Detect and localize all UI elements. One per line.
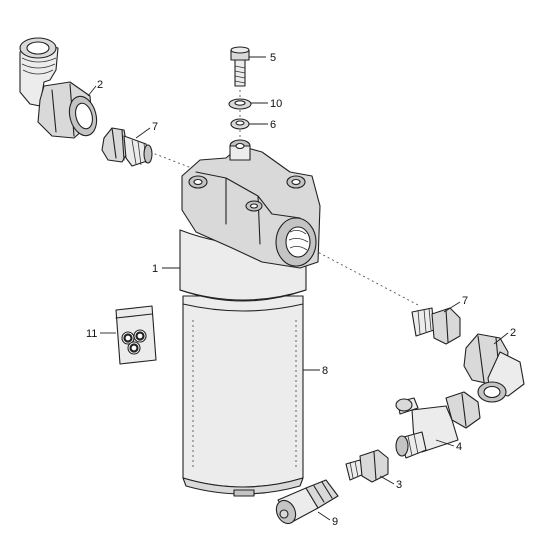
callout-5: 5 <box>270 52 276 64</box>
threaded-nipple-right <box>411 307 461 345</box>
elbow-fitting-top-left <box>19 37 98 139</box>
leader-lines <box>87 56 509 521</box>
callout-2-right: 2 <box>510 327 516 339</box>
washer-small <box>230 118 250 130</box>
callout-8: 8 <box>322 365 328 377</box>
tee-fitting <box>395 391 481 459</box>
callout-10: 10 <box>270 98 282 110</box>
adapter-fitting <box>345 449 389 483</box>
callout-3: 3 <box>396 479 402 491</box>
assembly-axis-lines <box>149 90 419 306</box>
seal-kit-bag <box>115 305 157 365</box>
threaded-nipple-top-left <box>101 127 153 167</box>
callout-1: 1 <box>152 263 158 275</box>
filter-head <box>179 139 321 302</box>
callout-7-right: 7 <box>462 295 468 307</box>
washer-large <box>228 98 252 110</box>
filter-housing-bowl <box>182 295 304 497</box>
elbow-fitting-right <box>463 333 525 403</box>
callout-4: 4 <box>456 441 462 453</box>
callout-9: 9 <box>332 516 338 528</box>
indicator-plug <box>275 479 339 525</box>
bolt <box>230 46 250 87</box>
callout-2-top: 2 <box>97 79 103 91</box>
callout-11: 11 <box>86 328 97 340</box>
callout-6: 6 <box>270 119 276 131</box>
callout-labels: 5 10 6 2 7 1 11 8 7 2 4 3 9 <box>86 52 516 528</box>
callout-7-top: 7 <box>152 121 158 133</box>
